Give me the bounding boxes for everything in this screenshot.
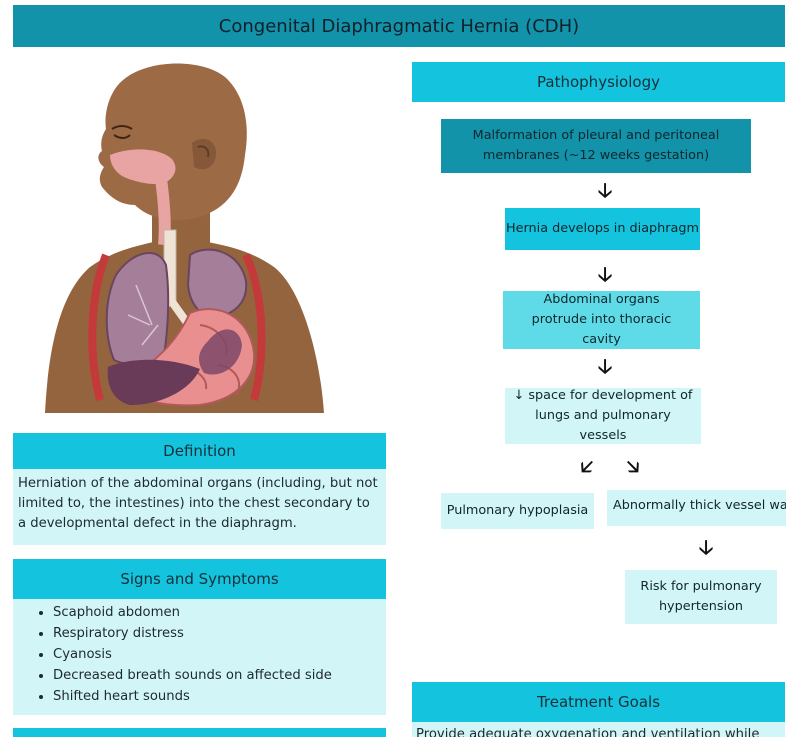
- signs-item: Shifted heart sounds: [53, 686, 386, 707]
- arrow-down-left-icon: 🡧: [580, 454, 594, 478]
- arrow-down-icon: 🡣: [597, 178, 613, 202]
- treatment-text: Provide adequate oxygenation and ventila…: [416, 727, 760, 737]
- arrow-down-right-icon: 🡦: [626, 454, 640, 478]
- signs-item: Decreased breath sounds on affected side: [53, 665, 386, 686]
- signs-panel: Scaphoid abdomen Respiratory distress Cy…: [13, 599, 386, 715]
- patho-branch-vessel-walls-text: Abnormally thick vessel walls: [613, 498, 786, 513]
- signs-item: Respiratory distress: [53, 623, 386, 644]
- arrow-down-icon: 🡣: [597, 354, 613, 378]
- definition-header: Definition: [13, 433, 386, 469]
- patho-step-protrude: Abdominal organs protrude into thoracic …: [503, 291, 700, 349]
- next-section-header: [13, 728, 386, 737]
- definition-text: Herniation of the abdominal organs (incl…: [18, 476, 378, 531]
- signs-list: Scaphoid abdomen Respiratory distress Cy…: [13, 602, 386, 707]
- signs-item: Cyanosis: [53, 644, 386, 665]
- definition-panel: Herniation of the abdominal organs (incl…: [13, 469, 386, 545]
- patho-step-space: ↓ space for development of lungs and pul…: [505, 388, 701, 444]
- patho-branch-vessel-walls: Abnormally thick vessel walls: [607, 490, 786, 526]
- patho-step-malformation: Malformation of pleural and peritoneal m…: [441, 119, 751, 173]
- treatment-header: Treatment Goals: [412, 682, 785, 722]
- signs-header: Signs and Symptoms: [13, 559, 386, 599]
- pathophysiology-header: Pathophysiology: [412, 62, 785, 102]
- patho-risk-hypertension: Risk for pulmonary hypertension: [625, 570, 777, 624]
- patho-step-hernia: Hernia develops in diaphragm: [505, 208, 700, 250]
- arrow-down-icon: 🡣: [597, 262, 613, 286]
- page-title: Congenital Diaphragmatic Hernia (CDH): [13, 5, 785, 47]
- patho-branch-hypoplasia: Pulmonary hypoplasia: [441, 493, 594, 529]
- child-anatomy-illustration: [40, 55, 330, 420]
- signs-item: Scaphoid abdomen: [53, 602, 386, 623]
- arrow-down-icon: 🡣: [698, 535, 714, 559]
- treatment-panel: Provide adequate oxygenation and ventila…: [412, 722, 785, 737]
